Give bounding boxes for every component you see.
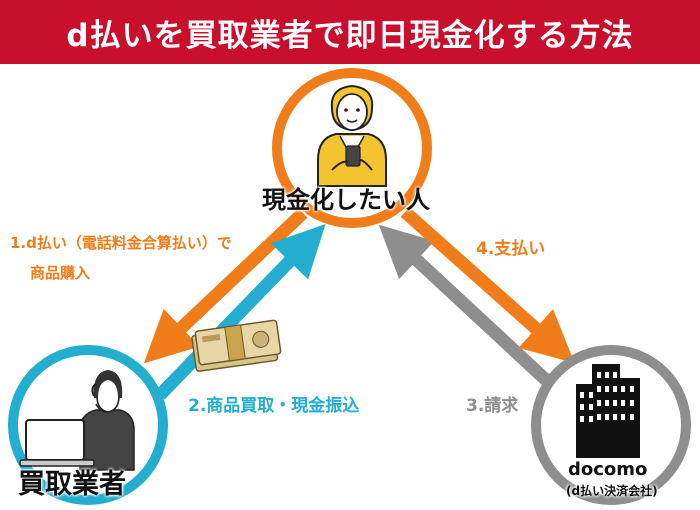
step-3-label: 3.請求 [466, 396, 519, 416]
cash-stack-icon [191, 319, 282, 372]
docomo-sub-label: (d払い決済会社) [566, 484, 658, 498]
node-docomo [531, 345, 691, 505]
page-title: d払いを買取業者で即日現金化する方法 [0, 0, 700, 64]
customer-label: 現金化したい人 [262, 186, 430, 214]
step-4-label: 4.支払い [476, 239, 546, 259]
operator-with-laptop-icon [19, 370, 135, 471]
node-buyer [8, 345, 168, 505]
step-2-label: 2.商品買取・現金振込 [188, 396, 360, 416]
step-1-label-line2: 商品購入 [30, 264, 91, 282]
node-customer [272, 68, 432, 228]
docomo-name-label: docomo [568, 459, 648, 480]
arrow-payment [400, 207, 575, 363]
arrow-buyback [155, 223, 326, 400]
woman-with-phone-icon [317, 84, 387, 187]
buyer-label: 買取業者 [18, 469, 126, 500]
step-1-label: 1.d払い（電話料金合算払い）で [10, 234, 232, 252]
office-building-icon [576, 364, 640, 458]
